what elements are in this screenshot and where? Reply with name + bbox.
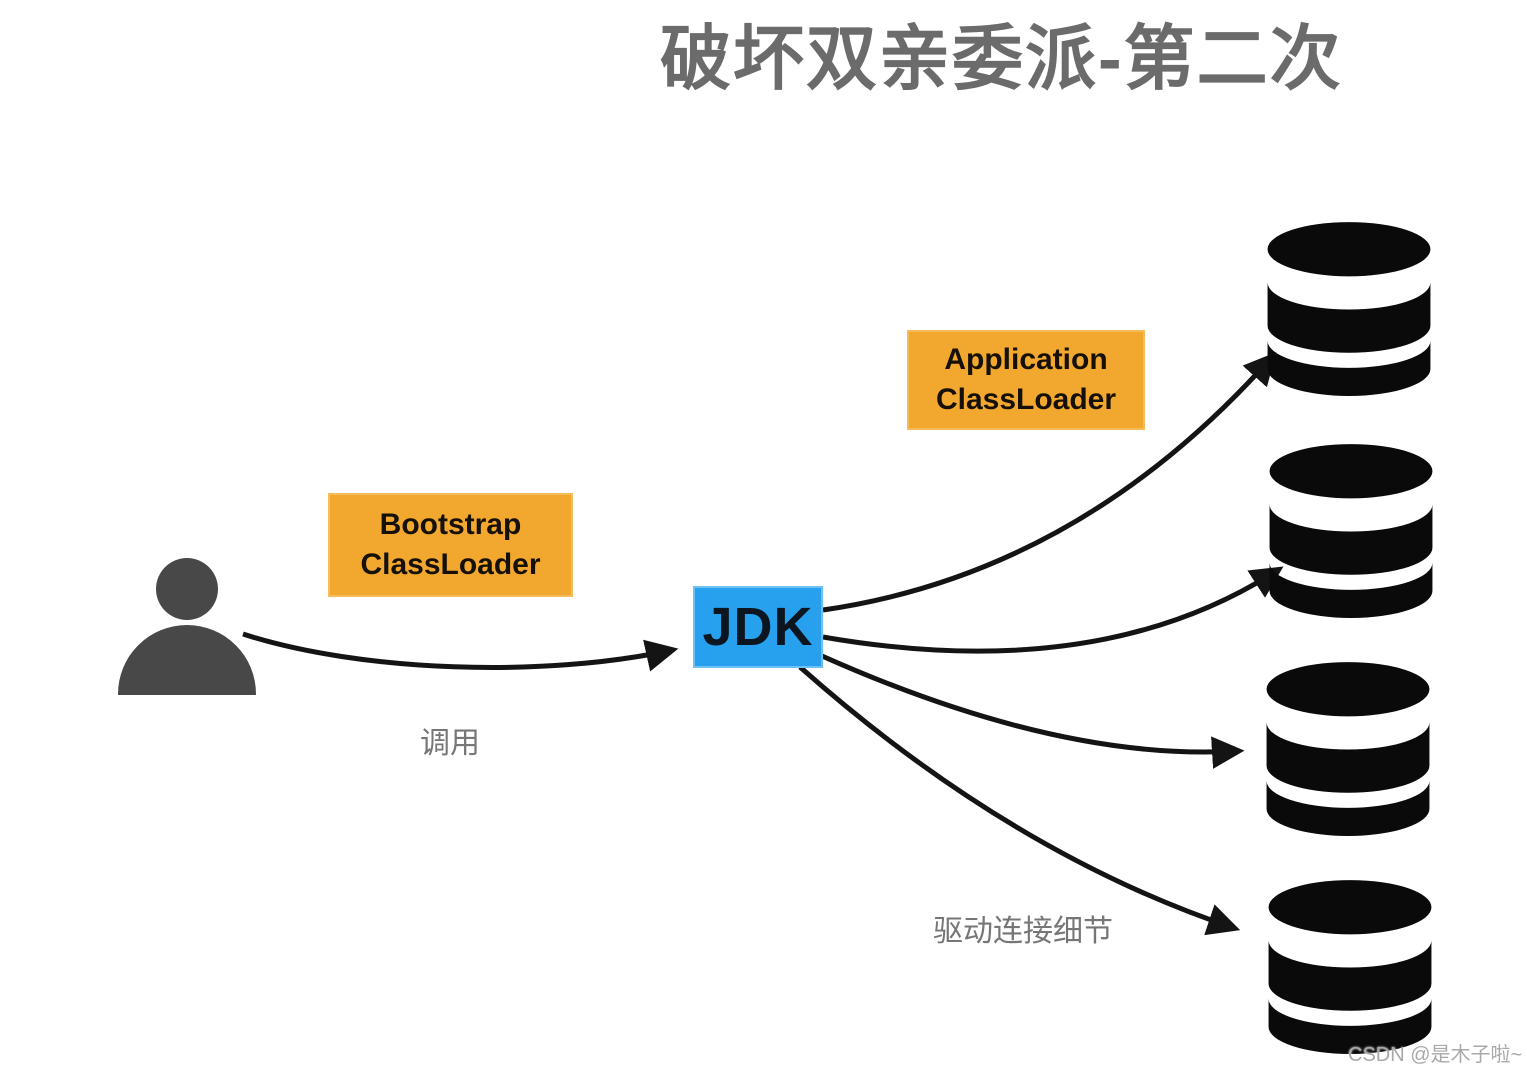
arrow-user-to-jdk [242, 631, 679, 672]
page-title: 破坏双亲委派-第二次 [660, 20, 1343, 99]
arrow-jdk-to-db4 [798, 665, 1241, 936]
application-classloader-line1: Application [944, 343, 1108, 376]
bootstrap-classloader-line2: ClassLoader [360, 548, 541, 581]
bootstrap-classloader-line1: Bootstrap [379, 508, 522, 541]
database-icon [1267, 222, 1431, 396]
person-icon [118, 558, 256, 695]
bootstrap-classloader-box: Bootstrap ClassLoader [328, 493, 573, 597]
application-classloader-line2: ClassLoader [935, 383, 1117, 416]
arrow-jdk-to-db2 [822, 566, 1284, 654]
database-icon [1269, 444, 1433, 618]
database-icon [1266, 662, 1430, 836]
application-classloader-box: Application ClassLoader [907, 330, 1145, 430]
call-edge-label: 调用 [420, 727, 480, 760]
jdk-box: JDK [693, 586, 823, 668]
database-icon [1268, 880, 1432, 1054]
arrow-jdk-to-db3 [820, 653, 1245, 769]
watermark: CSDN @是木子啦~ [1348, 1044, 1523, 1066]
driver-detail-edge-label: 驱动连接细节 [933, 915, 1113, 948]
